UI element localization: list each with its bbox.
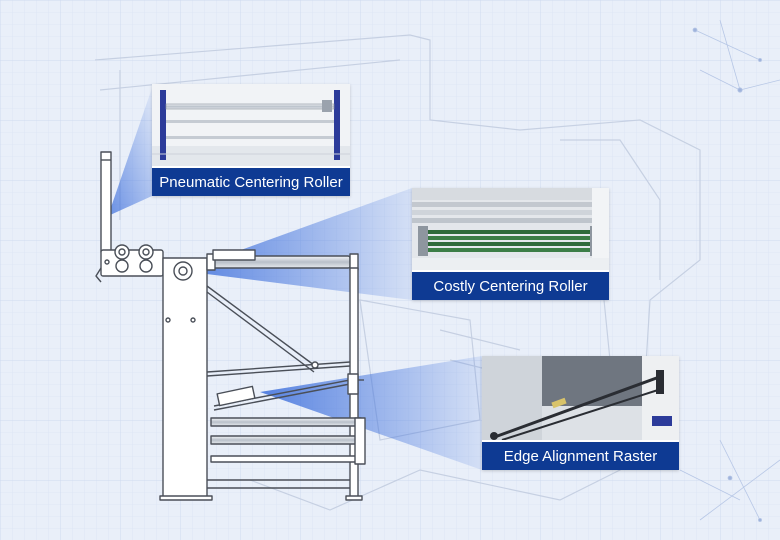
photo-edge-alignment-raster [482,356,679,442]
network-decoration [679,19,780,523]
label-costly-centering-roller: Costly Centering Roller [412,270,609,300]
label-pneumatic-centering-roller: Pneumatic Centering Roller [152,166,350,196]
beam-pneumatic-roller [108,88,152,216]
callout-costly-centering-roller: Costly Centering Roller [412,188,609,300]
photo-costly-centering-roller [412,188,609,272]
callout-edge-alignment-raster: Edge Alignment Raster [482,356,679,470]
machine-drawing [95,151,366,501]
label-edge-alignment-raster: Edge Alignment Raster [482,440,679,470]
beam-edge-raster [260,356,482,470]
callout-pneumatic-centering-roller: Pneumatic Centering Roller [152,84,350,196]
photo-pneumatic-centering-roller [152,84,350,168]
